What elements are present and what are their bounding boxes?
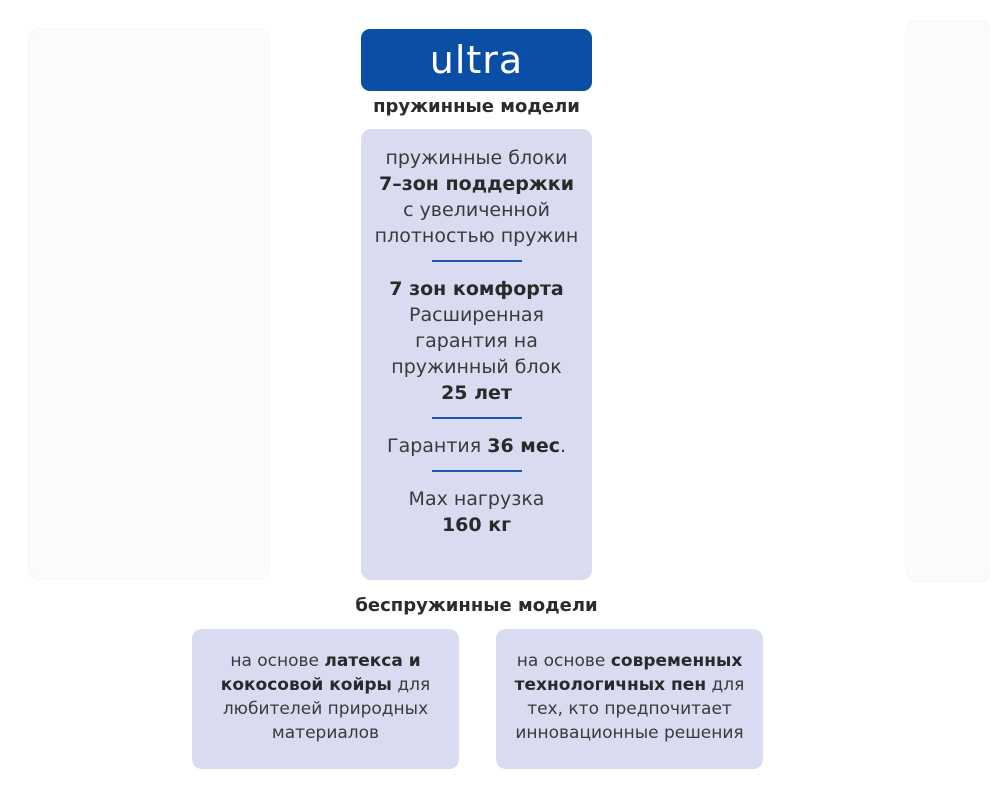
support-zones-line: 7–зон поддержки [378, 173, 575, 195]
springless-models-title: беспружинные модели [355, 595, 598, 616]
max-load-label: Max нагрузка [408, 488, 545, 510]
latex-card-text: для [391, 675, 431, 695]
foam-card-line-2: технологичных пен для [508, 673, 751, 697]
increased-line: с увеличенной [403, 199, 550, 221]
comfort-zones-line: 7 зон комфорта [389, 278, 564, 300]
latex-card-line-4: материалов [271, 723, 380, 743]
spring-models-title: пружинные модели [373, 96, 580, 117]
spring-density-line: плотностью пружин [374, 225, 579, 247]
latex-card-text: на основе [230, 651, 325, 671]
faded-background-product-left [28, 28, 270, 580]
warranty-line: Гарантия 36 мес. [361, 433, 592, 459]
feature-divider [431, 417, 522, 419]
faded-background-product-right [905, 20, 990, 582]
feature-divider [431, 260, 522, 262]
latex-card-highlight: латекса и [324, 651, 421, 671]
brand-badge: ultra [361, 29, 592, 91]
spring-blocks-line: пружинные блоки [385, 147, 568, 169]
years-line: 25 лет [441, 382, 512, 404]
foam-card-line-1: на основе современных [508, 649, 751, 673]
brand-name: ultra [429, 38, 524, 82]
foam-card-text: для [706, 675, 745, 695]
warranty-value: 36 мес [487, 435, 560, 457]
warranty-for-line: гарантия на [415, 330, 538, 352]
feature-divider [431, 470, 522, 472]
warranty-suffix: . [559, 435, 567, 457]
foam-card-text: на основе [516, 651, 611, 671]
extended-line: Расширенная [409, 304, 544, 326]
warranty-label: Гарантия [386, 435, 482, 457]
latex-card-line-2: кокосовой койры для [204, 673, 447, 697]
spring-block-line: пружинный блок [391, 356, 562, 378]
latex-coir-card: на основе латекса и кокосовой койры для … [192, 629, 459, 769]
foam-card-line-4: инновационные решения [515, 723, 744, 743]
foam-card-line-3: тех, кто предпочитает [527, 699, 732, 719]
latex-card-highlight: кокосовой койры [220, 675, 392, 695]
modern-foam-card: на основе современных технологичных пен … [496, 629, 763, 769]
spring-features-card: пружинные блоки 7–зон поддержки с увелич… [361, 129, 592, 580]
latex-card-line-3: любителей природных [222, 699, 429, 719]
latex-card-line-1: на основе латекса и [204, 649, 447, 673]
foam-card-highlight: технологичных пен [514, 675, 707, 695]
max-load-value: 160 кг [441, 514, 512, 536]
foam-card-highlight: современных [610, 651, 743, 671]
